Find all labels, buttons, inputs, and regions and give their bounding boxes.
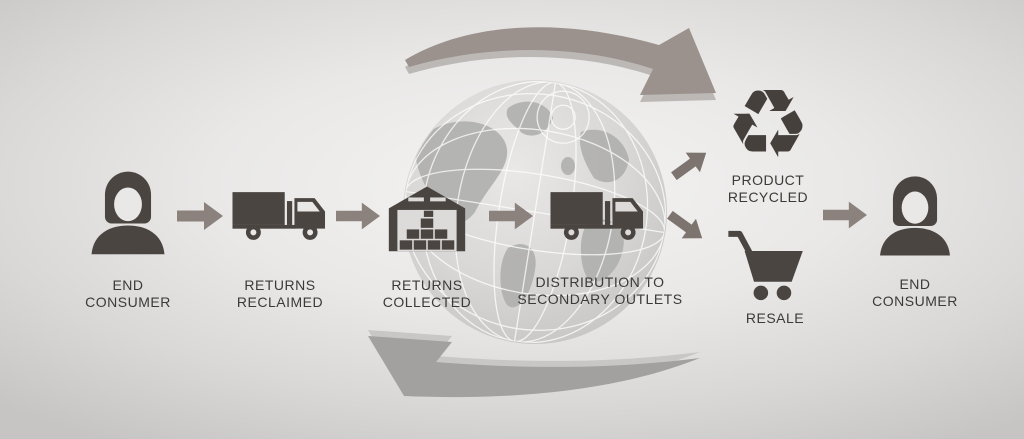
node-label: END CONSUMER [85,277,171,310]
node-label: RETURNS COLLECTED [382,277,472,310]
branch-arrow-down-icon [667,210,703,239]
cycle-arrow-top-icon [405,27,716,103]
female-consumer-icon [91,171,165,255]
flow-arrow-icon [823,201,867,229]
shopping-cart-icon [728,230,803,301]
node-label: RESALE [745,310,805,326]
warehouse-icon [388,186,466,252]
node-label: RETURNS RECLAIMED [236,277,324,310]
node-label: DISTRIBUTION TO SECONDARY OUTLETS [517,274,683,307]
node-label: PRODUCT RECYCLED [727,172,809,205]
female-consumer-icon [880,176,950,256]
flow-arrow-icon [336,202,380,230]
cycle-arrow-bottom-icon [368,330,700,398]
delivery-truck-icon [550,192,644,240]
recycle-icon: ♻ [725,69,811,180]
flow-arrow-icon [177,202,223,230]
globe-graphic [403,80,667,344]
delivery-truck-icon [232,192,326,240]
branch-arrow-up-icon [671,152,707,181]
node-label: END CONSUMER [872,276,958,309]
flow-arrow-icon [489,202,533,230]
